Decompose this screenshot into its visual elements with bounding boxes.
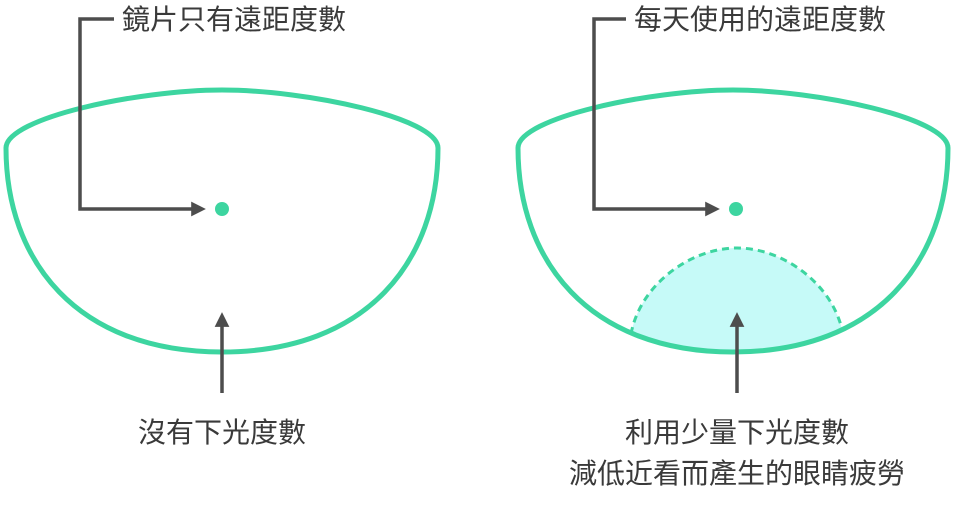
right-bottom-label-line2: 減低近看而產生的眼睛疲勞 <box>569 457 905 490</box>
reading-zone-dashed-border <box>629 246 845 335</box>
left-top-label: 鏡片只有遠距度數 <box>122 3 346 36</box>
right-optical-center-dot <box>729 202 743 216</box>
right-lens-group: 每天使用的遠距度數 利用少量下光度數 減低近看而產生的眼睛疲勞 <box>515 3 951 490</box>
left-bottom-label: 沒有下光度數 <box>138 416 306 449</box>
right-lens-outline <box>515 87 951 355</box>
left-lens-outline <box>3 87 441 355</box>
right-bottom-label-line1: 利用少量下光度數 <box>625 416 849 449</box>
reading-zone-fill <box>631 248 843 352</box>
left-lens-group: 鏡片只有遠距度數 沒有下光度數 <box>3 3 441 449</box>
right-top-label: 每天使用的遠距度數 <box>634 3 886 36</box>
left-optical-center-dot <box>215 202 229 216</box>
left-top-pointer-arrow <box>78 17 206 217</box>
right-top-pointer-arrow <box>592 17 720 217</box>
